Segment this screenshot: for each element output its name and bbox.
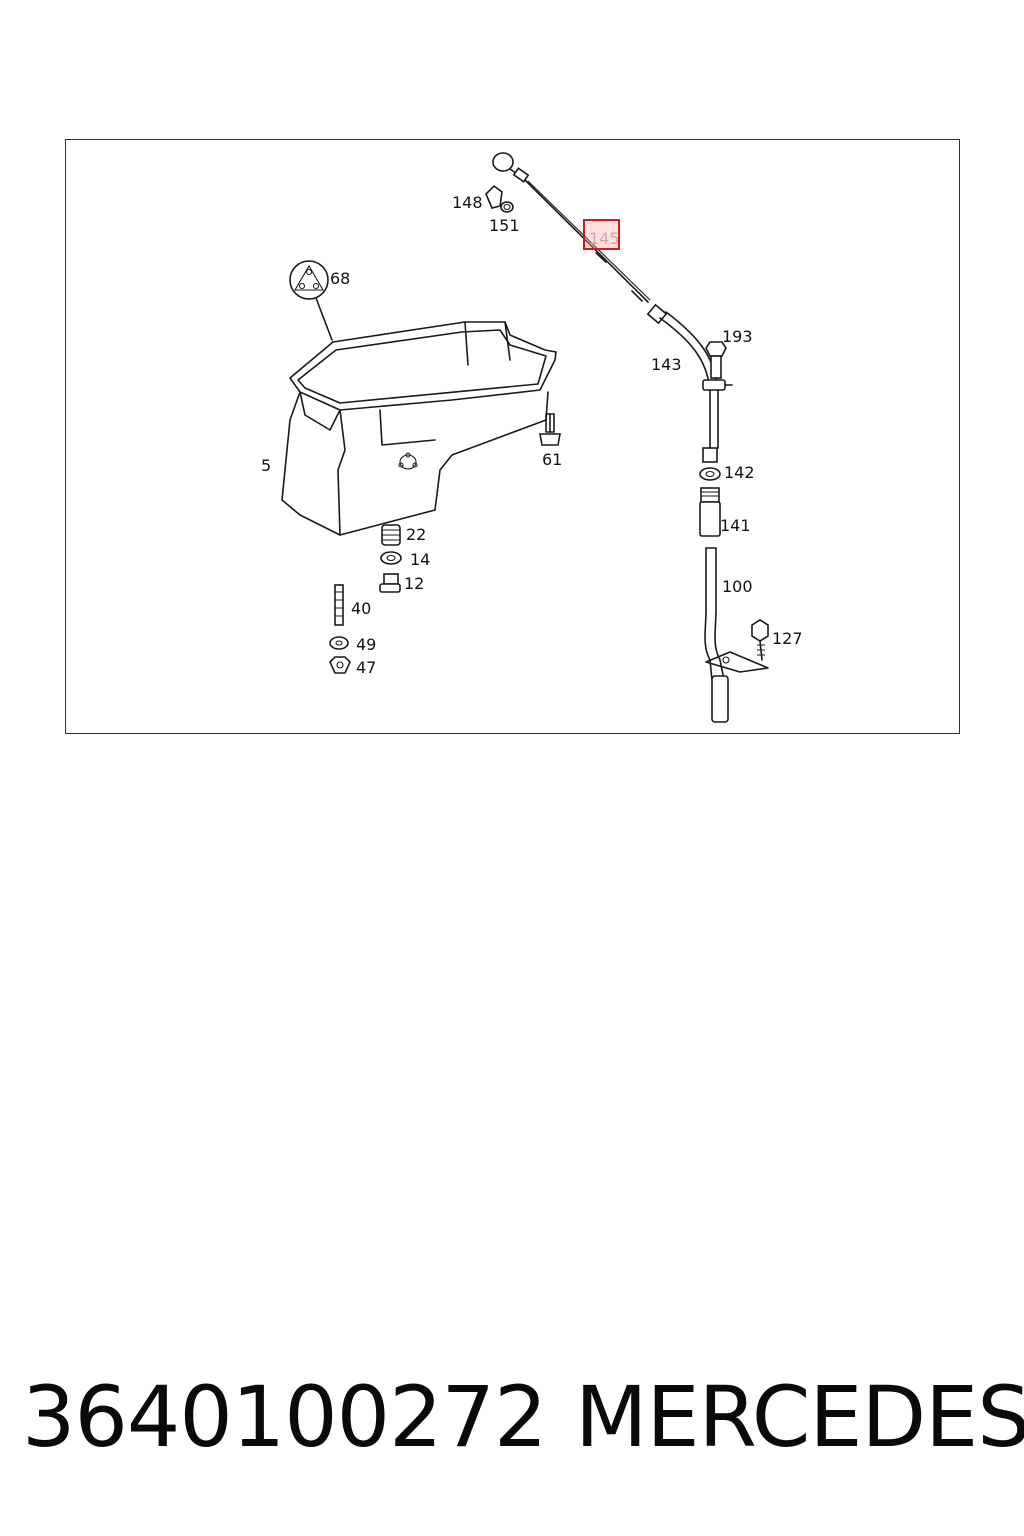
callout-14[interactable]: 14 [410, 550, 430, 569]
callout-47[interactable]: 47 [356, 658, 376, 677]
callout-141[interactable]: 141 [720, 516, 751, 535]
callout-68[interactable]: 68 [330, 269, 350, 288]
footer: 3640100272 MERCEDES [0, 1362, 1024, 1472]
callout-61[interactable]: 61 [542, 450, 562, 469]
callout-143[interactable]: 143 [651, 355, 682, 374]
diagram-frame [65, 139, 960, 734]
callout-151[interactable]: 151 [489, 216, 520, 235]
callout-145[interactable]: 145 [589, 229, 620, 248]
callout-5[interactable]: 5 [261, 456, 271, 475]
drain-parts [379, 524, 402, 593]
brand-name: MERCEDES [575, 1368, 1024, 1466]
bolt-127-part [751, 619, 769, 661]
tube-100-part [704, 547, 769, 723]
callout-148[interactable]: 148 [452, 193, 483, 212]
cap-148-part [485, 184, 514, 213]
highlight-box-145[interactable] [583, 219, 620, 250]
oil-pan-part [281, 321, 557, 536]
callout-142[interactable]: 142 [724, 463, 755, 482]
bolt-61-part [539, 413, 561, 446]
guide-tube-143-part [646, 303, 733, 463]
callout-127[interactable]: 127 [772, 629, 803, 648]
callout-40[interactable]: 40 [351, 599, 371, 618]
callout-49[interactable]: 49 [356, 635, 376, 654]
callout-12[interactable]: 12 [404, 574, 424, 593]
stud-parts [329, 584, 351, 674]
part-number: 3640100272 [22, 1368, 547, 1466]
dipstick-part [492, 152, 651, 303]
callout-193[interactable]: 193 [722, 327, 753, 346]
callout-100[interactable]: 100 [722, 577, 753, 596]
plate-68-part [289, 260, 333, 341]
seal-142-part [699, 467, 721, 481]
callout-22[interactable]: 22 [406, 525, 426, 544]
bolt-193-part [705, 341, 727, 379]
fitting-141-part [699, 487, 721, 537]
